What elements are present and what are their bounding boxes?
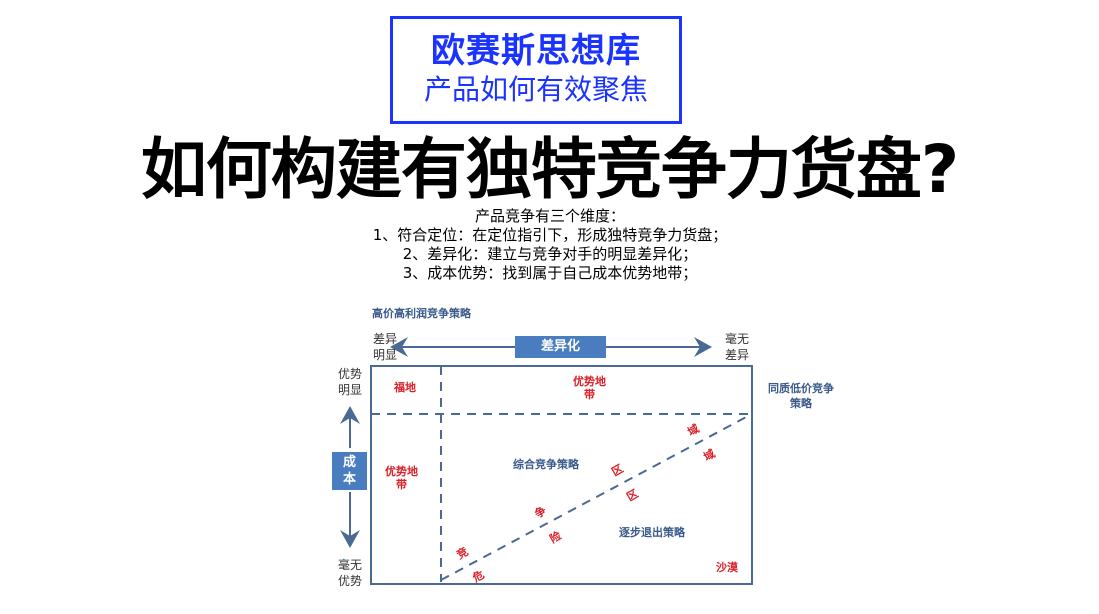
zone-blessed-land: 福地 xyxy=(394,381,416,394)
intro-point-3: 3、成本优势：找到属于自己成本优势地带； xyxy=(402,264,698,282)
zone-desert: 沙漠 xyxy=(716,561,738,574)
x-axis-right-line1: 毫无 xyxy=(725,332,750,346)
brand-title: 欧赛斯思想库 xyxy=(431,31,641,71)
zone-comprehensive-strategy: 综合竞争策略 xyxy=(513,458,579,471)
zone-advantage-left-line1: 优势地 xyxy=(385,465,418,478)
zone-advantage-top-line2: 带 xyxy=(584,388,595,401)
x-axis-left-line2: 明显 xyxy=(373,348,398,362)
intro-heading: 产品竞争有三个维度： xyxy=(474,207,625,225)
intro-point-2: 2、差异化：建立与竞争对手的明显差异化； xyxy=(402,245,698,263)
zone-gradual-exit-strategy: 逐步退出策略 xyxy=(619,526,685,539)
zone-advantage-top-line1: 优势地 xyxy=(573,375,606,388)
x-axis-right-line2: 差异 xyxy=(725,348,750,362)
y-axis-badge-char1: 成 xyxy=(342,455,356,470)
x-axis-left-line1: 差异 xyxy=(373,332,398,346)
intro-point-1: 1、符合定位：在定位指引下，形成独特竞争力货盘； xyxy=(372,226,728,244)
zone-advantage-left-line2: 带 xyxy=(396,478,407,491)
x-axis-badge: 差异化 xyxy=(515,336,606,358)
y-axis-top-line2: 明显 xyxy=(338,383,363,397)
y-axis-top-line1: 优势 xyxy=(338,367,363,381)
high-price-strategy-label: 高价高利润竞争策略 xyxy=(372,307,471,320)
y-axis-bottom-line2: 优势 xyxy=(338,574,363,588)
y-axis-badge-char2: 本 xyxy=(342,472,356,487)
brand-subtitle: 产品如何有效聚焦 xyxy=(423,73,648,106)
y-axis-badge: 成 本 xyxy=(332,452,367,490)
right-strategy-line2: 策略 xyxy=(790,397,812,410)
brand-box: 欧赛斯思想库 产品如何有效聚焦 xyxy=(390,16,682,124)
page-title: 如何构建有独特竞争力货盘? xyxy=(140,131,959,208)
y-axis-bottom-line1: 毫无 xyxy=(338,558,363,572)
right-strategy-line1: 同质低价竞争 xyxy=(768,382,834,395)
